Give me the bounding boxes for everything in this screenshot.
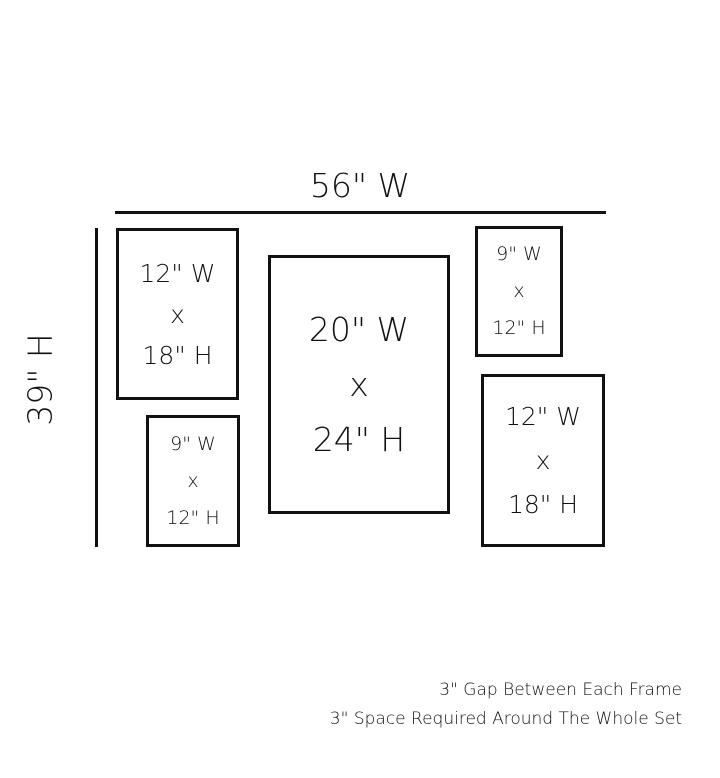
frame-20x24-center: 20" W x 24" H xyxy=(268,255,450,514)
height-dimension-line xyxy=(95,228,98,547)
frame-9x12-bottom-left: 9" W x 12" H xyxy=(146,415,240,547)
frame-12x18-bottom-right: 12" W x 18" H xyxy=(481,374,605,547)
frame-height: 18" H xyxy=(507,489,579,519)
frame-by: x xyxy=(349,365,369,404)
frame-by: x xyxy=(187,469,199,492)
frame-height: 24" H xyxy=(312,420,406,459)
frame-width: 9" W xyxy=(496,243,542,265)
frame-12x18-top-left: 12" W x 18" H xyxy=(116,228,239,400)
frame-width: 20" W xyxy=(308,310,410,349)
frame-by: x xyxy=(513,280,525,302)
frame-height: 18" H xyxy=(142,340,213,370)
frame-width: 12" W xyxy=(505,401,581,431)
frame-by: x xyxy=(170,299,185,329)
gap-note: 3" Gap Between Each Frame xyxy=(439,680,682,700)
frame-by: x xyxy=(535,445,551,475)
frame-9x12-top-right: 9" W x 12" H xyxy=(475,226,563,357)
frame-height: 12" H xyxy=(492,317,546,339)
total-height-label: 39" H xyxy=(20,333,60,426)
width-dimension-line xyxy=(115,211,606,214)
frame-width: 9" W xyxy=(170,432,216,455)
frame-height: 12" H xyxy=(166,506,220,529)
space-note: 3" Space Required Around The Whole Set xyxy=(329,709,682,729)
total-width-label: 56" W xyxy=(309,166,411,205)
frame-width: 12" W xyxy=(139,258,216,288)
